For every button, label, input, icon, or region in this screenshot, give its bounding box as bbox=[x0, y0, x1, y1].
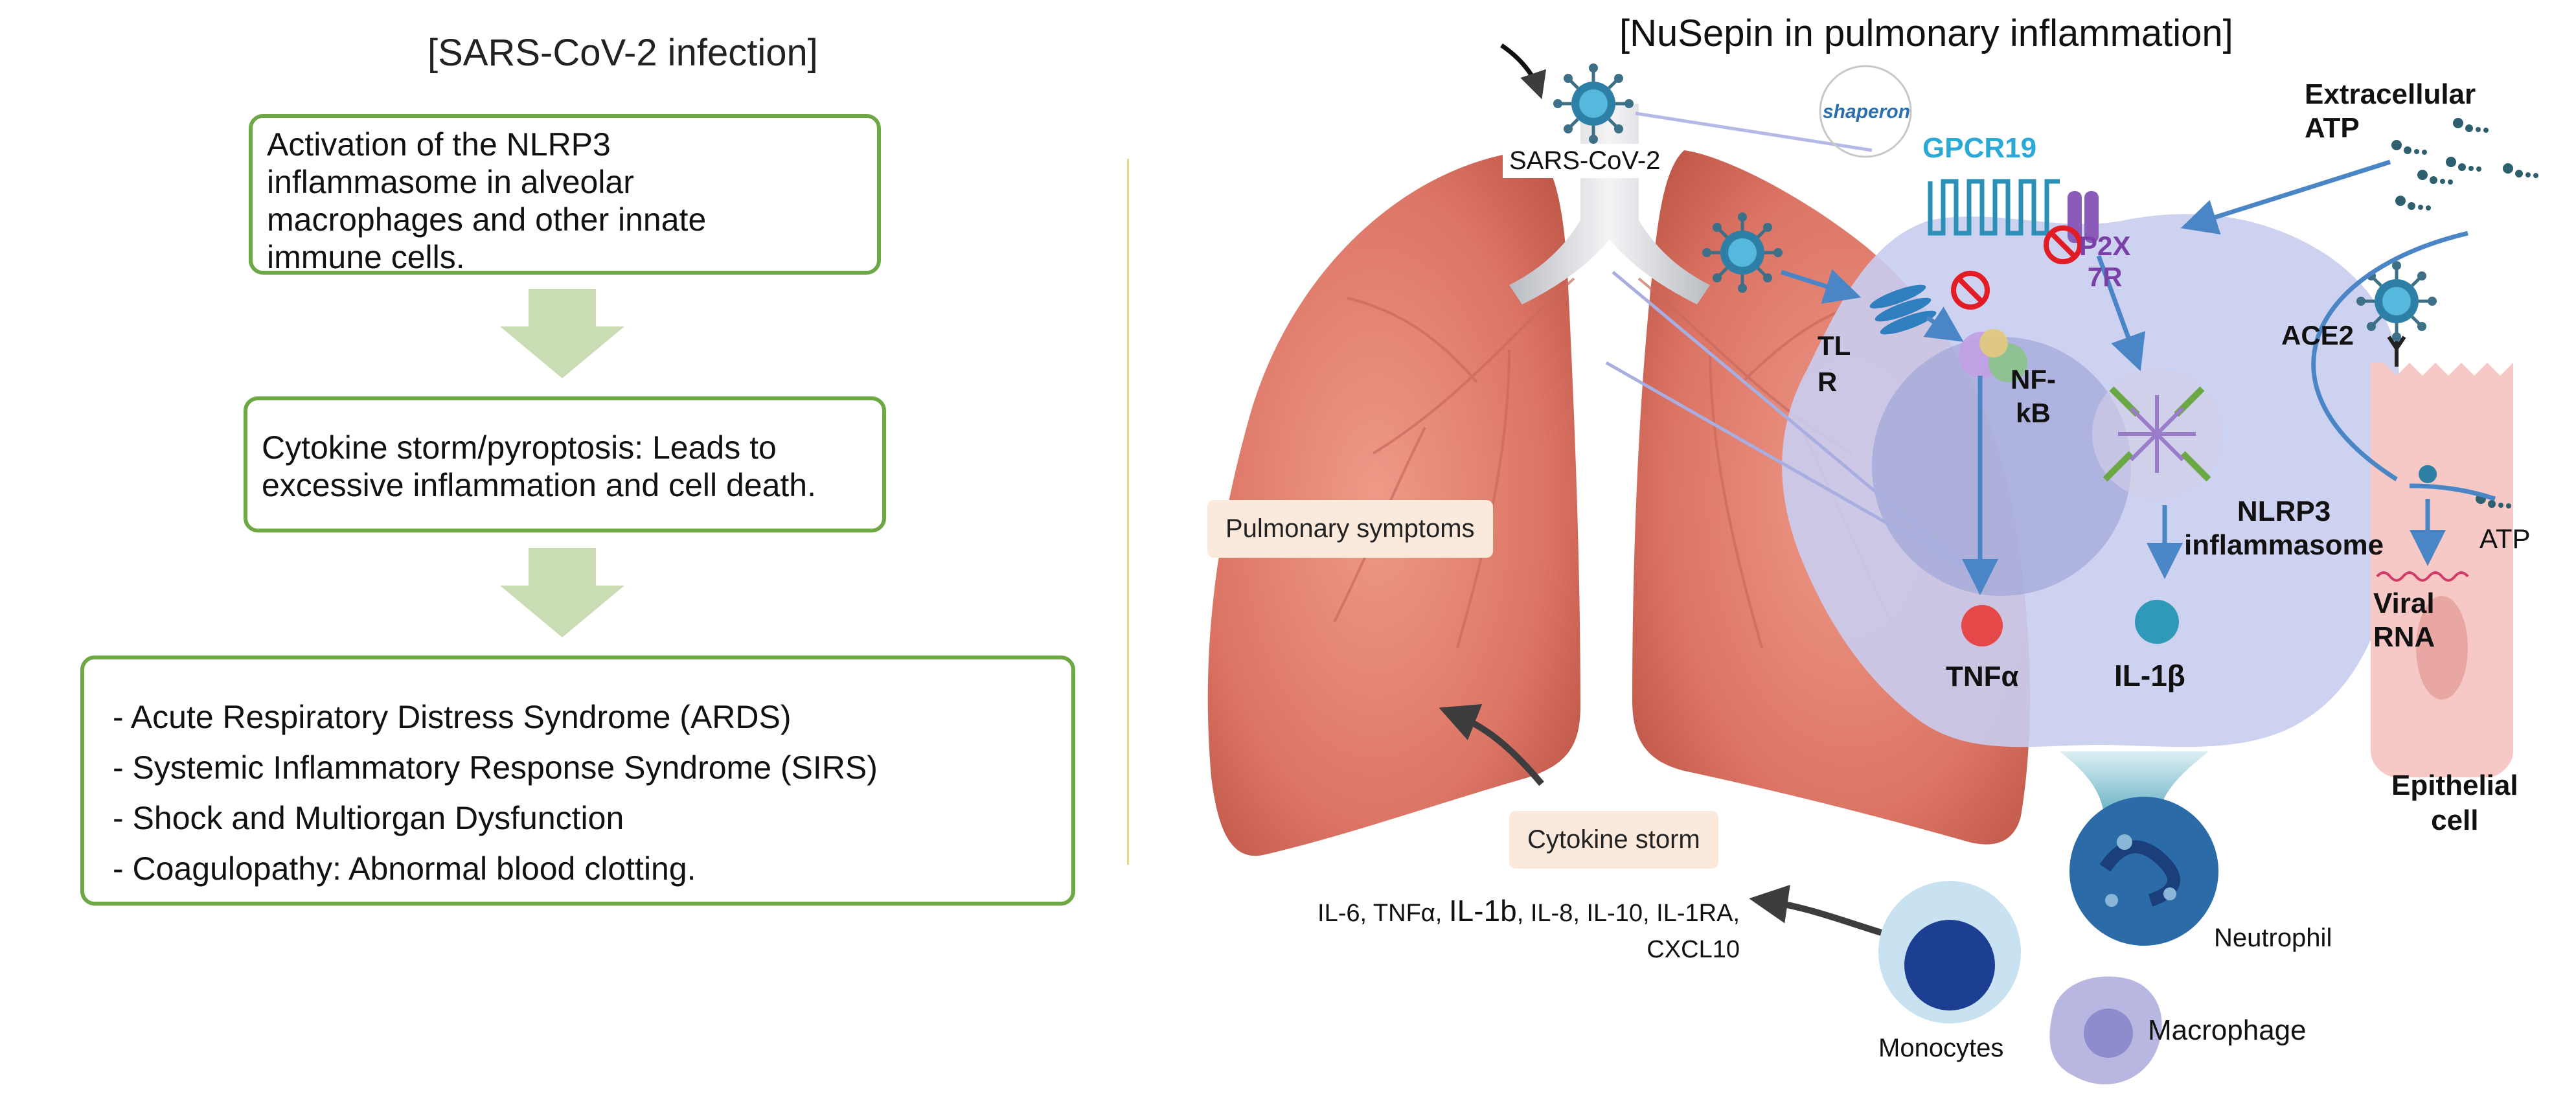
flow-box-cytokine-line: excessive inflammation and cell death. bbox=[262, 467, 817, 503]
tnfa-label: TNFα bbox=[1946, 661, 2019, 692]
flow-box-outcomes: - Acute Respiratory Distress Syndrome (A… bbox=[80, 656, 1075, 906]
flow-box-activation-line: inflammasome in alveolar bbox=[267, 164, 634, 200]
macrophage-cell-small bbox=[2049, 976, 2162, 1085]
flow-arrow-down bbox=[500, 289, 624, 378]
neutrophil-label: Neutrophil bbox=[2214, 924, 2332, 952]
left-title: [SARS-CoV-2 infection] bbox=[427, 32, 818, 74]
tlr-receptor bbox=[1869, 284, 1937, 335]
cytokine-list-text: , IL-8, IL-10, IL-1RA, bbox=[1516, 900, 1740, 927]
nfkb-label-line: NF- bbox=[2011, 364, 2056, 394]
ace2-label: ACE2 bbox=[2281, 320, 2354, 350]
flow-box-activation: Activation of the NLRP3 inflammasome in … bbox=[249, 114, 881, 275]
viral-rna-strand bbox=[2376, 571, 2469, 582]
virus-label: SARS-CoV-2 bbox=[1503, 144, 1667, 178]
extracellular-atp-line: Extracellular bbox=[2305, 78, 2476, 110]
p2x7r-label-line: 7R bbox=[2087, 262, 2123, 292]
arrow-to-cytokines bbox=[1749, 884, 1883, 936]
extracellular-atp-line: ATP bbox=[2305, 112, 2360, 144]
sars-cov-2-virus-icon bbox=[1702, 212, 1783, 293]
panel-divider bbox=[1127, 159, 1129, 865]
nfkb-label-line: kB bbox=[2016, 398, 2051, 428]
trachea bbox=[1509, 104, 1710, 304]
flow-box-cytokine: Cytokine storm/pyroptosis: Leads to exce… bbox=[244, 396, 886, 532]
flow-box-activation-line: immune cells. bbox=[267, 239, 465, 275]
cytokine-list: IL-6, TNFα, IL-1b, IL-8, IL-10, IL-1RA, … bbox=[1260, 893, 1740, 968]
monocytes-label: Monocytes bbox=[1878, 1034, 2004, 1062]
p2x7r-label-line: P2X bbox=[2079, 231, 2131, 261]
bronchial-tree bbox=[1333, 277, 1893, 648]
nlrp3-label-line: inflammasome bbox=[2184, 529, 2384, 561]
flow-box-cytokine-line: Cytokine storm/pyroptosis: Leads to bbox=[262, 429, 777, 466]
epithelial-cell-line: Epithelial bbox=[2391, 770, 2518, 801]
epithelial-cell-line: cell bbox=[2431, 805, 2479, 836]
funnel-shape bbox=[2060, 751, 2209, 829]
right-title: [NuSepin in pulmonary inflammation] bbox=[1619, 12, 2233, 54]
monocyte-cell bbox=[1878, 881, 2021, 1023]
flow-arrow-down bbox=[500, 548, 624, 637]
outcome-shock: - Shock and Multiorgan Dysfunction bbox=[113, 800, 624, 836]
il1b-label: IL-1β bbox=[2114, 659, 2185, 692]
epithelial-cell-body bbox=[2371, 363, 2513, 777]
viral-rna-line: Viral bbox=[2373, 588, 2435, 619]
gpcr19-receptor bbox=[1928, 179, 2060, 236]
nlrp3-label-line: NLRP3 bbox=[2237, 496, 2331, 527]
cytokine-list-text: CXCL10 bbox=[1647, 936, 1740, 963]
virus-entry-arrow bbox=[1500, 43, 1547, 100]
gpcr19-label: GPCR19 bbox=[1922, 132, 2037, 164]
epithelial-cell-label: Epithelial cell bbox=[2391, 768, 2518, 838]
tlr-label: TL R bbox=[1818, 328, 1851, 400]
nlrp3-label: NLRP3 inflammasome bbox=[2184, 495, 2384, 562]
tnfa-molecule bbox=[1961, 605, 2003, 646]
cytokine-list-text: IL-6, TNFα, bbox=[1317, 900, 1449, 927]
cytokine-list-emph: IL-1b bbox=[1448, 894, 1517, 928]
nfkb-label: NF- kB bbox=[2011, 363, 2056, 430]
neutrophil-cell bbox=[2069, 797, 2218, 946]
cytokine-storm-label: Cytokine storm bbox=[1509, 811, 1718, 869]
arrow-to-lungs bbox=[1439, 704, 1544, 786]
pulmonary-symptoms-label: Pulmonary symptoms bbox=[1207, 500, 1493, 558]
p2x7r-label: P2X 7R bbox=[2079, 231, 2130, 293]
shaperon-logo bbox=[1819, 65, 1912, 158]
outcome-ards: - Acute Respiratory Distress Syndrome (A… bbox=[113, 699, 792, 735]
nlrp3-inflammasome-complex bbox=[2092, 369, 2222, 499]
extracellular-atp-label: Extracellular ATP bbox=[2305, 78, 2476, 145]
flow-box-activation-line: Activation of the NLRP3 bbox=[267, 126, 611, 163]
outcome-coagulopathy: - Coagulopathy: Abnormal blood clotting. bbox=[113, 850, 696, 887]
sars-cov-2-virus-icon bbox=[1553, 63, 1634, 144]
cell-nucleus bbox=[1872, 337, 2131, 596]
outcome-sirs: - Systemic Inflammatory Response Syndrom… bbox=[113, 749, 878, 786]
viral-rna-label: Viral RNA bbox=[2373, 587, 2435, 654]
virus-icon bbox=[2419, 465, 2437, 483]
viral-rna-line: RNA bbox=[2373, 621, 2435, 653]
tlr-label-line: R bbox=[1818, 367, 1838, 397]
nfkb-complex bbox=[1959, 329, 2027, 382]
tlr-label-line: TL bbox=[1818, 330, 1851, 361]
atp-label: ATP bbox=[2479, 523, 2531, 554]
macrophage-label: Macrophage bbox=[2148, 1014, 2307, 1046]
il1b-molecule bbox=[2135, 600, 2179, 644]
flow-box-activation-line: macrophages and other innate bbox=[267, 201, 707, 238]
shaperon-logo-text: shaperon bbox=[1823, 101, 1911, 122]
